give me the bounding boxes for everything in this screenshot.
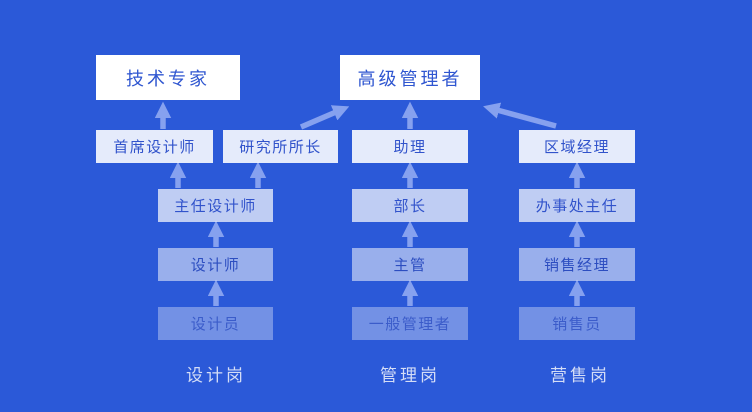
node-senior-manager: 高级管理者 (340, 55, 480, 100)
node-supervisor: 主管 (352, 248, 468, 281)
node-regional-manager: 区域经理 (519, 130, 635, 163)
column-label-management: 管理岗 (380, 366, 440, 385)
node-chief-designer: 首席设计师 (96, 130, 213, 163)
node-general-manager: 一般管理者 (352, 307, 468, 340)
column-label-sales: 营售岗 (550, 366, 610, 385)
node-technical-expert: 技术专家 (96, 55, 240, 100)
arrow-institute-director-to-senior-manager (299, 105, 350, 130)
node-junior-designer: 设计员 (158, 307, 273, 340)
node-director-designer: 主任设计师 (158, 189, 273, 222)
node-assistant: 助理 (352, 130, 468, 163)
node-department-head: 部长 (352, 189, 468, 222)
node-sales-manager: 销售经理 (519, 248, 635, 281)
node-office-director: 办事处主任 (519, 189, 635, 222)
node-salesperson: 销售员 (519, 307, 635, 340)
column-label-design: 设计岗 (186, 366, 246, 385)
node-designer: 设计师 (158, 248, 273, 281)
arrow-regional-manager-to-senior-manager (483, 102, 557, 129)
node-institute-director: 研究所所长 (223, 130, 338, 163)
